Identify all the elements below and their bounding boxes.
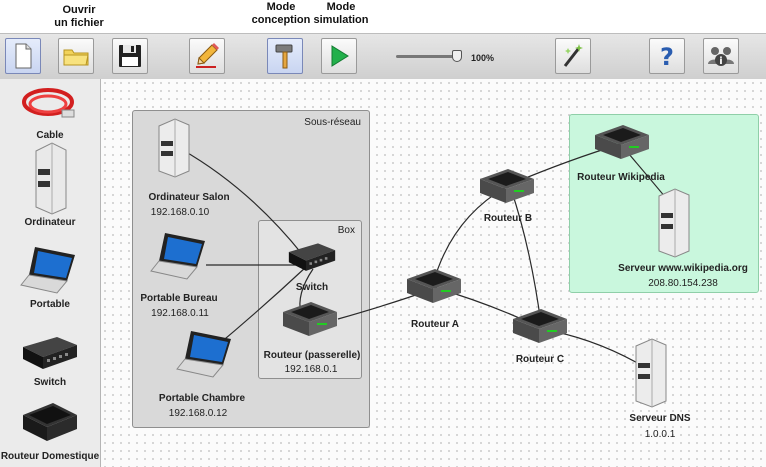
svg-text:?: ? [660, 43, 674, 70]
node-ip: 192.168.0.1 [284, 364, 338, 375]
pencil-icon [196, 43, 219, 68]
palette-label: Switch [33, 377, 67, 388]
palette-item-laptop[interactable]: Portable [0, 243, 100, 310]
node-routeur-wikipedia[interactable] [591, 121, 653, 170]
toolbar: 100% ? i [0, 33, 766, 80]
node-switch[interactable] [284, 240, 340, 281]
palette-item-computer[interactable]: Ordinateur [0, 141, 100, 228]
zoom-track [396, 55, 462, 58]
play-icon [331, 45, 349, 67]
open-file-hint: Ouvrir un fichier [54, 4, 104, 29]
palette-label: Ordinateur [24, 217, 76, 228]
router-icon [480, 169, 534, 203]
laptop-icon [150, 233, 205, 280]
cable-icon [22, 88, 75, 118]
palette-label: Cable [36, 130, 64, 141]
design-mode-hint: Mode conception [251, 1, 311, 26]
switch-icon [288, 243, 336, 271]
open-file-button[interactable] [58, 38, 94, 74]
node-ip: 192.168.0.11 [151, 308, 209, 319]
node-label: Routeur (passerelle) [263, 350, 361, 361]
node-ip: 192.168.0.12 [168, 408, 228, 419]
node-label: Ordinateur Salon [148, 192, 230, 203]
laptop-icon [20, 247, 75, 294]
server-icon [635, 338, 667, 408]
network-canvas[interactable]: Sous-réseau Box Ordinateur Salon 192.168… [101, 79, 766, 467]
palette-item-home-router[interactable]: Routeur Domestique [0, 399, 100, 462]
palette-label: Portable [29, 299, 70, 310]
simulation-mode-hint: Mode simulation [313, 1, 369, 26]
subnet-zone-label: Sous-réseau [304, 117, 361, 128]
node-ip: 208.80.154.238 [648, 278, 718, 289]
laptop-icon [176, 331, 231, 378]
router-icon [513, 309, 567, 343]
palette-item-cable[interactable]: Cable [0, 84, 100, 141]
box-zone-label: Box [337, 225, 355, 236]
save-button[interactable] [112, 38, 148, 74]
link-salon-switch [180, 148, 307, 260]
folder-icon [63, 49, 89, 66]
link-routeur-b-routeur-c [510, 188, 542, 325]
computer-tower-icon [158, 118, 190, 178]
box-zone[interactable]: Box [258, 220, 362, 379]
node-ip: 192.168.0.10 [150, 207, 210, 218]
computer-tower-icon [35, 142, 67, 215]
node-label: Switch [295, 282, 329, 293]
component-palette: Cable Ordinateur Portable Switch Routeur… [0, 79, 101, 467]
palette-label: Routeur Domestique [0, 451, 100, 462]
router-icon [595, 125, 649, 159]
zoom-slider[interactable] [396, 50, 464, 64]
node-label: Routeur A [411, 319, 459, 330]
node-routeur-passerelle[interactable] [279, 298, 341, 347]
node-label: Routeur Wikipedia [577, 172, 665, 183]
zoom-thumb[interactable] [452, 50, 462, 62]
server-icon [658, 188, 690, 258]
switch-icon [23, 337, 77, 369]
node-serveur-dns[interactable] [631, 337, 671, 414]
node-label: Routeur B [483, 213, 533, 224]
node-routeur-b[interactable] [476, 165, 538, 214]
new-file-button[interactable] [5, 38, 41, 74]
node-ordinateur-salon[interactable] [154, 117, 194, 184]
palette-item-switch[interactable]: Switch [0, 333, 100, 388]
node-label: Serveur www.wikipedia.org [618, 263, 748, 274]
svg-text:i: i [719, 56, 722, 67]
floppy-disk-icon [119, 45, 141, 67]
users-info-icon: i [708, 47, 734, 67]
router-icon [407, 269, 461, 303]
node-label: Serveur DNS [629, 413, 691, 424]
edit-button[interactable] [189, 38, 225, 74]
node-routeur-c[interactable] [509, 305, 571, 354]
about-button[interactable]: i [703, 38, 739, 74]
node-routeur-a[interactable] [403, 265, 465, 314]
wizard-button[interactable] [555, 38, 591, 74]
help-button[interactable]: ? [649, 38, 685, 74]
simulation-mode-button[interactable] [321, 38, 357, 74]
new-file-icon [15, 43, 32, 69]
router-icon [283, 302, 337, 336]
zoom-level: 100% [471, 53, 495, 63]
node-label: Portable Chambre [158, 393, 246, 404]
node-label: Portable Bureau [140, 293, 218, 304]
node-ip: 1.0.0.1 [644, 429, 676, 440]
node-label: Routeur C [515, 354, 565, 365]
home-router-icon [23, 403, 77, 441]
magic-wand-icon [563, 44, 583, 67]
node-portable-bureau[interactable] [149, 229, 211, 288]
node-portable-chambre[interactable] [175, 327, 237, 386]
node-serveur-wikipedia[interactable] [654, 187, 694, 264]
design-mode-button[interactable] [267, 38, 303, 74]
help-icon: ? [660, 43, 674, 70]
hammer-icon [275, 44, 293, 69]
